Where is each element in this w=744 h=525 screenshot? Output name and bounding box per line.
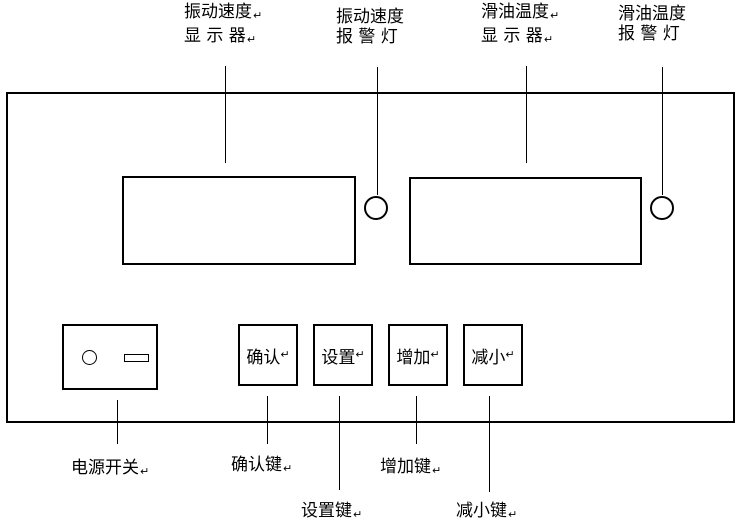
- switch-slot-icon: [124, 354, 149, 362]
- oil-temperature-display: [409, 177, 642, 265]
- power-indicator-icon: [82, 350, 97, 365]
- label-set-key: 设置键↵: [301, 501, 363, 521]
- label-increase-key: 增加键↵: [380, 457, 442, 477]
- leader-set-key: [339, 396, 340, 490]
- leader-oil-display: [526, 66, 527, 163]
- label-vibration-display: 振动速度↵ 显 示 器↵: [184, 2, 263, 46]
- increase-button[interactable]: 增加↵: [388, 324, 448, 386]
- leader-increase-key: [416, 396, 417, 444]
- label-power-switch: 电源开关↵: [71, 458, 150, 478]
- label-oil-lamp: 滑油温度 报 警 灯: [618, 4, 686, 44]
- vibration-speed-display: [122, 176, 356, 265]
- vibration-alarm-lamp: [364, 196, 388, 220]
- leader-power-switch: [117, 400, 118, 444]
- leader-oil-lamp: [662, 67, 663, 195]
- power-switch[interactable]: [62, 324, 158, 390]
- leader-vibration-lamp: [377, 67, 378, 195]
- decrease-button[interactable]: 减小↵: [463, 324, 523, 386]
- label-decrease-key: 减小键↵: [456, 501, 518, 521]
- oil-temperature-alarm-lamp: [650, 196, 674, 220]
- leader-vibration-display: [225, 66, 226, 163]
- label-vibration-lamp: 振动速度 报 警 灯: [336, 7, 404, 47]
- label-oil-display: 滑油温度↵ 显 示 器↵: [481, 2, 560, 46]
- label-confirm-key: 确认键↵: [231, 455, 293, 475]
- leader-decrease-key: [489, 396, 490, 492]
- confirm-button[interactable]: 确认↵: [238, 324, 298, 386]
- set-button[interactable]: 设置↵: [313, 324, 373, 386]
- control-panel: [6, 92, 735, 423]
- leader-confirm-key: [267, 396, 268, 444]
